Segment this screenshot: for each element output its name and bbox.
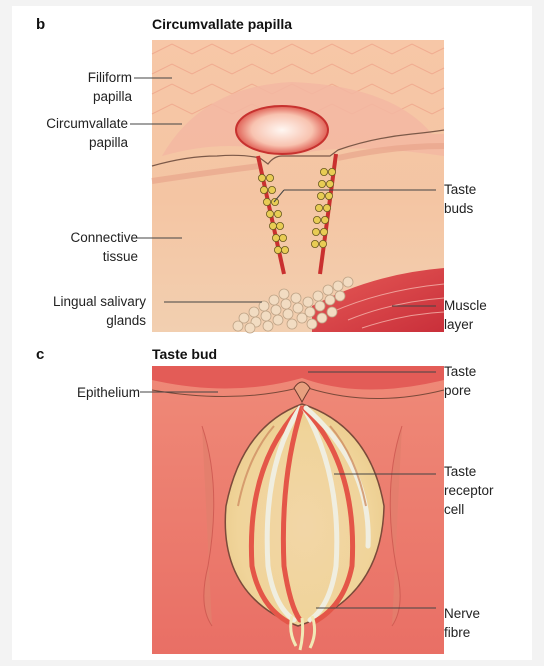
taste-bud-illustration <box>12 6 532 326</box>
label-nerve-fibre: Nerve fibre <box>444 604 480 642</box>
figure-page: b Circumvallate papilla <box>12 6 532 660</box>
panel-c-title: Taste bud <box>152 346 217 362</box>
panel-c-letter: c <box>36 346 44 363</box>
label-taste-pore: Taste pore <box>444 362 476 400</box>
label-taste-receptor-cell: Taste receptor cell <box>444 462 494 519</box>
label-epithelium: Epithelium <box>77 383 140 402</box>
